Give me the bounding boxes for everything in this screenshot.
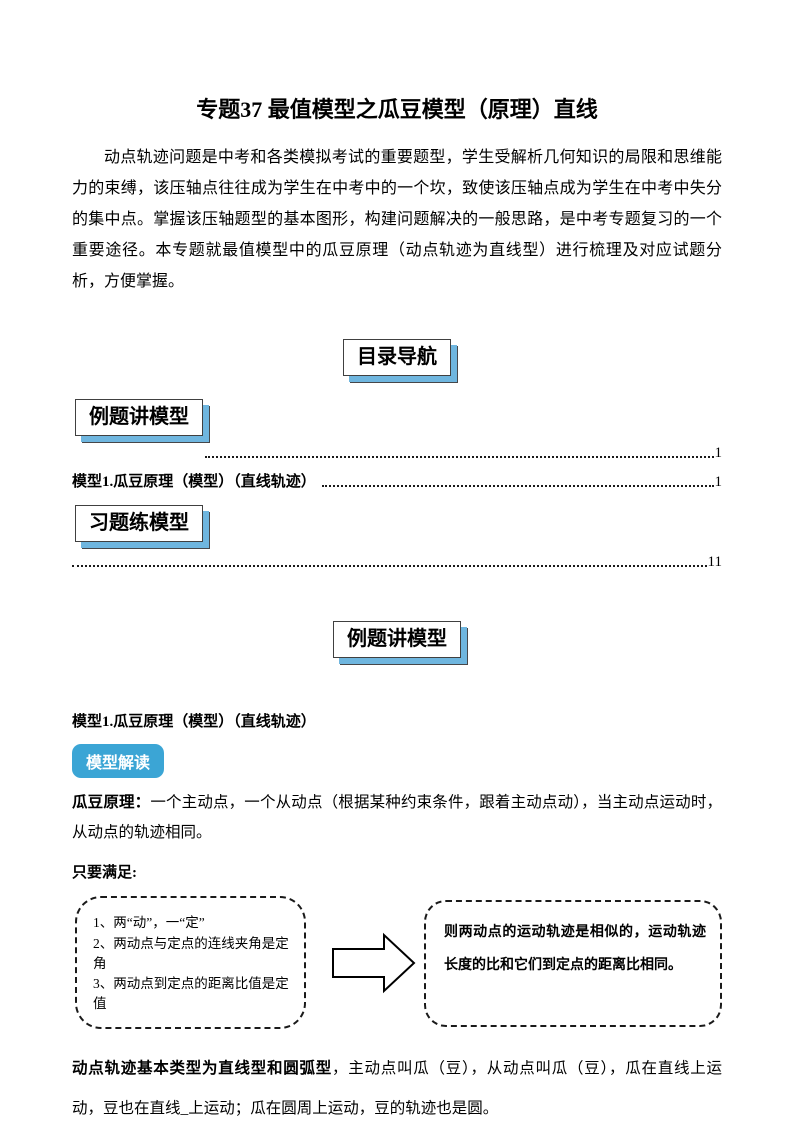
conclusion-text: 则两动点的运动轨迹是相似的，运动轨迹长度的比和它们到定点的距离比相同。 <box>444 925 706 973</box>
summary-paragraph: 动点轨迹基本类型为直线型和圆弧型，主动点叫瓜（豆），从动点叫瓜（豆），瓜在直线上… <box>72 1049 722 1123</box>
toc-section-practice-label: 习题练模型 <box>89 512 189 534</box>
section-banner-label: 例题讲模型 <box>347 628 447 650</box>
right-arrow-icon <box>332 932 416 994</box>
summary-text: ，主动点叫瓜（豆），从动点叫瓜（豆），瓜在直线上运动，豆也在直线_上运动；瓜在圆… <box>72 1060 722 1117</box>
section-banner-example: 例题讲模型 <box>333 621 461 658</box>
conclusion-box: 则两动点的运动轨迹是相似的，运动轨迹长度的比和它们到定点的距离比相同。 <box>424 900 722 1027</box>
dotted-leader <box>205 456 714 458</box>
toc-entry-model1: 模型1.瓜豆原理（模型）（直线轨迹） 1 <box>72 469 722 491</box>
conditions-box: 1、两“动”，一“定” 2、两动点与定点的连线夹角是定角 3、两动点到定点的距离… <box>75 896 306 1029</box>
toc-page-number-model1: 1 <box>714 474 723 490</box>
toc-section-practice-box: 习题练模型 <box>75 505 203 542</box>
toc-nav-banner: 目录导航 <box>343 339 451 376</box>
toc-page-number-practice: 11 <box>707 554 722 570</box>
condition-item-3: 3、两动点到定点的距离比值是定值 <box>93 976 289 1011</box>
condition-item-1: 1、两“动”，一“定” <box>93 915 205 930</box>
toc-nav-label: 目录导航 <box>357 346 437 368</box>
page-title: 专题37 最值模型之瓜豆模型（原理）直线 <box>196 97 598 122</box>
model-diagram: 1、两“动”，一“定” 2、两动点与定点的连线夹角是定角 3、两动点到定点的距离… <box>72 896 722 1029</box>
toc-nav-row: 目录导航 <box>72 339 722 376</box>
dotted-leader <box>321 485 714 487</box>
principle-lead: 瓜豆原理： <box>72 794 151 811</box>
model-analysis-badge: 模型解读 <box>72 744 165 778</box>
condition-item-2: 2、两动点与定点的连线夹角是定角 <box>93 935 289 971</box>
toc-leader-row-example: 1 <box>72 440 722 462</box>
toc-section-example-label: 例题讲模型 <box>89 406 189 428</box>
section-banner-row: 例题讲模型 <box>72 621 722 658</box>
model-heading: 模型1.瓜豆原理（模型）（直线轨迹） <box>72 714 316 730</box>
principle-paragraph: 瓜豆原理：一个主动点，一个从动点（根据某种约束条件，跟着主动点动），当主动点运动… <box>72 788 722 848</box>
dotted-leader <box>72 565 707 567</box>
toc-leader-row-practice: 11 <box>72 549 722 571</box>
toc-entry-model1-label: 模型1.瓜豆原理（模型）（直线轨迹） <box>72 474 316 490</box>
summary-lead: 动点轨迹基本类型为直线型和圆弧型 <box>72 1060 332 1077</box>
intro-paragraph: 动点轨迹问题是中考和各类模拟考试的重要题型，学生受解析几何知识的局限和思维能力的… <box>72 149 722 290</box>
model-analysis-badge-label: 模型解读 <box>86 755 151 772</box>
toc-page-number-example: 1 <box>714 445 723 461</box>
principle-text: 一个主动点，一个从动点（根据某种约束条件，跟着主动点动），当主动点运动时，从动点… <box>72 794 722 841</box>
satisfy-label: 只要满足: <box>72 865 137 881</box>
toc-section-example-box: 例题讲模型 <box>75 399 203 436</box>
